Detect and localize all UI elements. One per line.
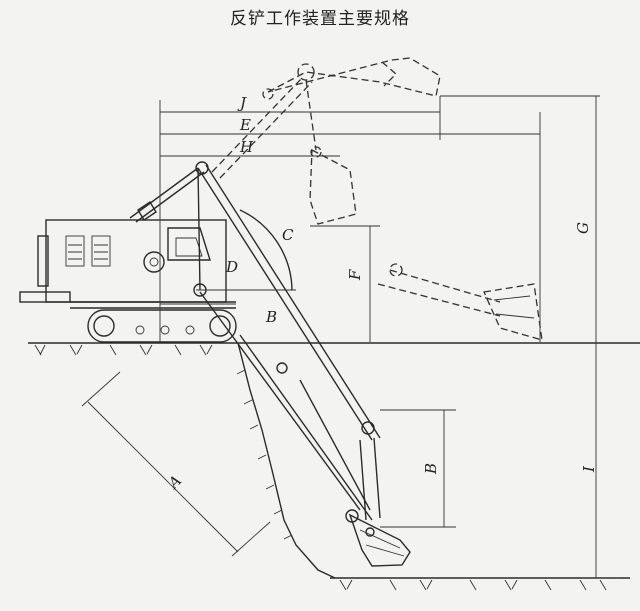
pit-profile: [237, 342, 336, 579]
raised-position-ghost: [211, 57, 441, 225]
dimension-lines: [81, 95, 620, 579]
label-j: J: [237, 94, 247, 112]
dipper-arm: [199, 291, 381, 521]
crawler-track: [87, 309, 237, 343]
bucket: [345, 509, 411, 567]
label-d: D: [225, 258, 238, 276]
label-e: E: [239, 116, 251, 134]
swing-arc: [239, 209, 293, 291]
label-i: I: [580, 465, 598, 473]
dump-position-ghost: [377, 263, 543, 341]
machine-body: [19, 219, 236, 309]
label-f: F: [346, 269, 364, 281]
page-title: 反铲工作装置主要规格: [230, 9, 410, 29]
label-b-upper: B: [265, 308, 277, 326]
label-c: C: [282, 226, 294, 244]
label-g: G: [574, 222, 592, 234]
boom: [129, 161, 381, 441]
label-b-lower: B: [422, 463, 440, 475]
label-a: A: [163, 471, 185, 493]
label-h: H: [239, 138, 254, 156]
